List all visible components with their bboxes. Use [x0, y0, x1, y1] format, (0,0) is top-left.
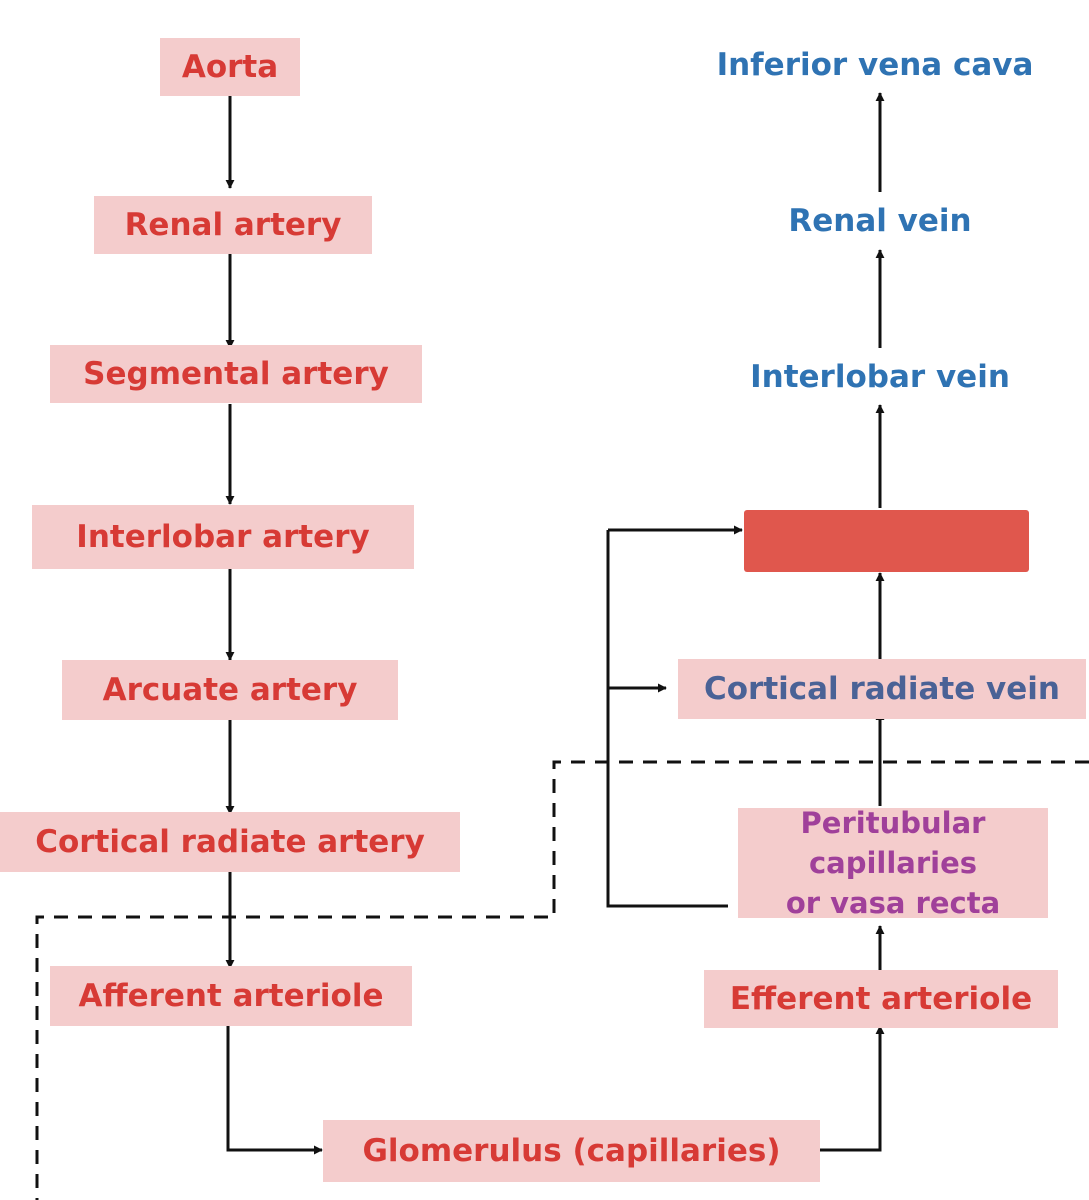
afferent-arteriole-label: Afferent arteriole: [50, 966, 412, 1026]
interlobar-artery-label: Interlobar artery: [32, 505, 414, 569]
cortical-radiate-vein-label: Cortical radiate vein: [678, 659, 1086, 719]
renal-vein-label: Renal vein: [788, 203, 972, 239]
inferior-vena-cava-label: Inferior vena cava: [716, 47, 1034, 83]
arrow-afferent-to-glomerulus: [226, 1024, 323, 1155]
peritubular-line-3: or vasa recta: [785, 886, 1001, 920]
arrow-glomerulus-to-efferent: [820, 1025, 885, 1152]
glomerulus-label: Glomerulus (capillaries): [323, 1120, 820, 1182]
efferent-arteriole-label: Efferent arteriole: [704, 970, 1058, 1028]
peritubular-capillaries-label: Peritubular capillaries or vasa recta: [738, 806, 1048, 920]
peritubular-line-1: Peritubular: [800, 806, 986, 840]
cortical-radiate-artery-label: Cortical radiate artery: [0, 812, 460, 872]
interlobar-vein-label: Interlobar vein: [750, 359, 1010, 395]
nephron-boundary-dashed: [35, 760, 1089, 1200]
bypass-line: [606, 530, 728, 908]
aorta-label: Aorta: [160, 38, 300, 96]
renal-artery-label: Renal artery: [94, 196, 372, 254]
arcuate-artery-label: Arcuate artery: [62, 660, 398, 720]
blank-vein-bar: [744, 510, 1029, 572]
segmental-artery-label: Segmental artery: [50, 345, 422, 403]
peritubular-line-2: capillaries: [808, 846, 978, 880]
